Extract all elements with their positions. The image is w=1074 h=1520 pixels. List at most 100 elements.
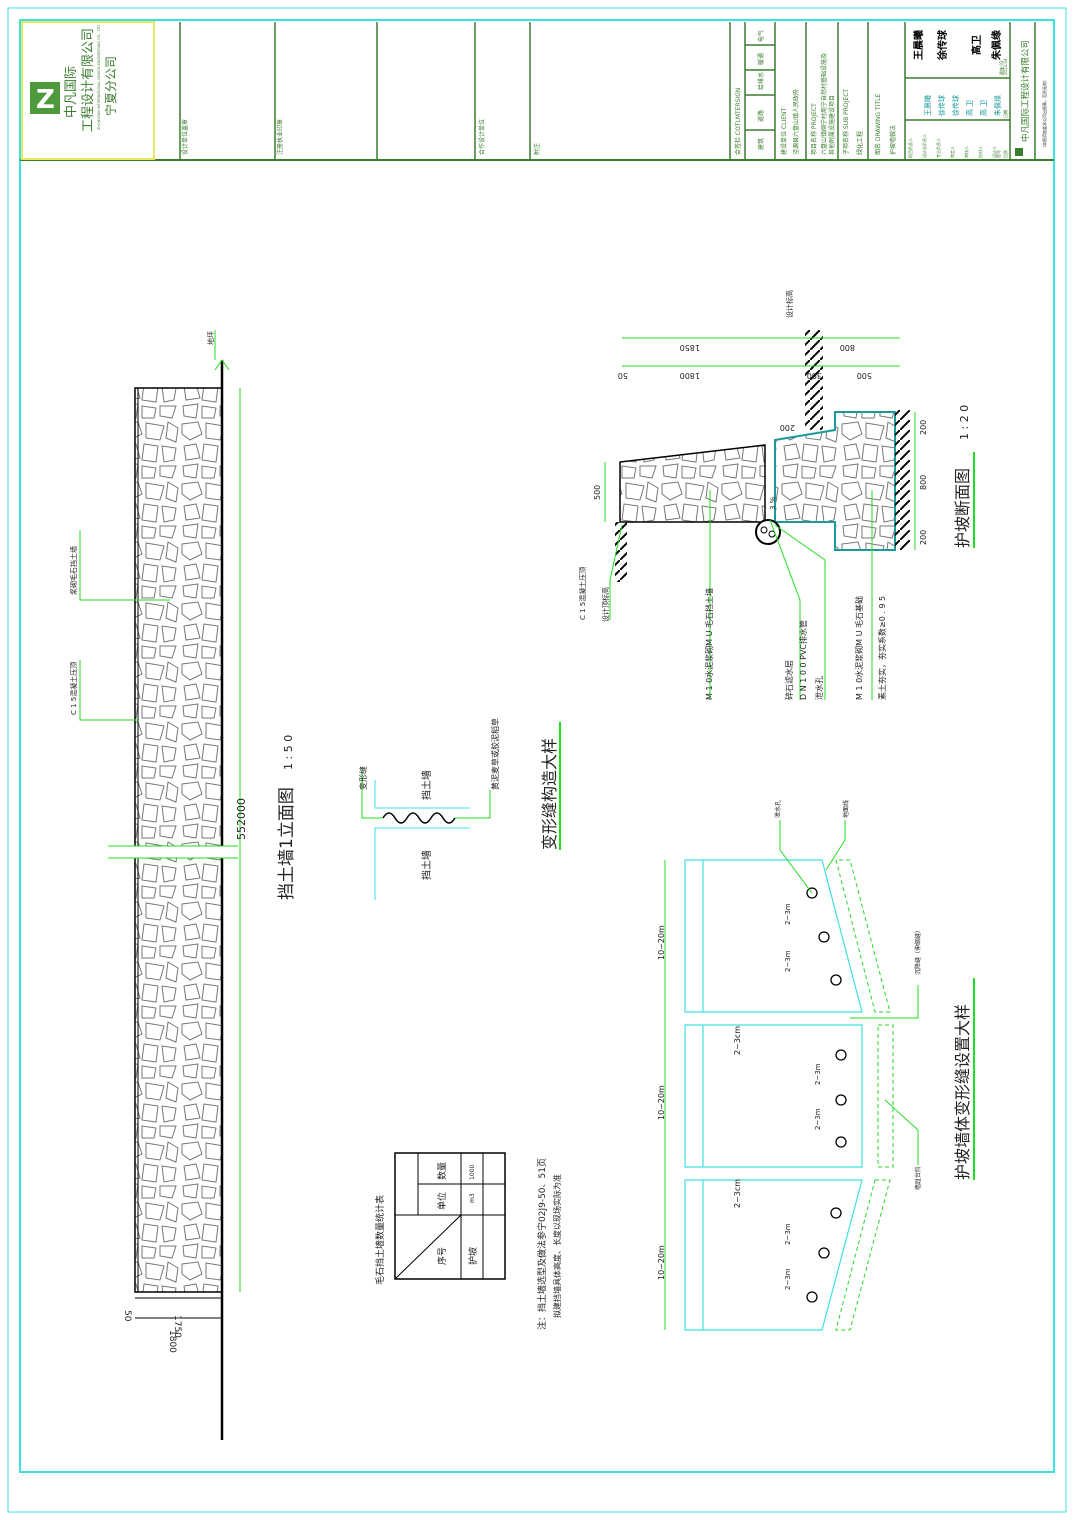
elevation-scale: 1 : 5 0	[282, 735, 295, 770]
footing-step-label: 墙趾台阶	[914, 1166, 922, 1190]
dim: 800	[840, 343, 855, 352]
ground-line-label: 地面线	[842, 800, 850, 818]
field-seal: 设计单位盖章	[181, 119, 189, 155]
signature: 徐传球	[936, 29, 949, 61]
dim: 500	[593, 485, 602, 500]
sub-project: 绿化工程	[856, 131, 864, 155]
signature: 高卫	[970, 35, 983, 55]
dim: 50	[618, 371, 628, 380]
coping-label: C 1 5混凝土压顶	[578, 567, 587, 620]
joint-layout-title: 护坡墙体变形缝设置大样	[953, 1004, 972, 1180]
sheet-border	[7, 7, 1067, 1513]
wall-label: M 1 0水泥浆砌M U 毛石挡土墙	[704, 588, 714, 700]
project-label: 项目名称 PROJECT	[810, 103, 818, 155]
drawing-frame	[19, 19, 1055, 1473]
project: 六盘山镇闽宁村周宁自然村基础设施及	[820, 53, 828, 155]
weep-label: 泄水孔	[814, 676, 824, 700]
spacing-label: 2~3m	[784, 950, 792, 972]
dim: 200	[780, 423, 795, 432]
pipe-label: D N 1 0 0 PVC排水管	[798, 620, 808, 700]
svg-text:Z: Z	[36, 85, 55, 115]
table-header: 单位	[436, 1192, 448, 1210]
filter-label: 碎石滤水层	[784, 660, 794, 700]
design-elevation: 设计标高	[785, 290, 794, 318]
footer-company: 中凡国际工程设计有限公司	[1020, 40, 1031, 142]
dim: 1850	[680, 343, 700, 352]
spacing-label: 2~3m	[814, 1108, 822, 1130]
drawing-no: 建施-03	[998, 60, 1004, 75]
segment-length: 10~20m	[657, 925, 666, 960]
table-cell: 1000	[469, 1165, 476, 1180]
spacing-label: 2~3m	[784, 1223, 792, 1245]
footer-note: （本图须加盖本公司出图章，否则无效）	[1041, 78, 1047, 150]
joint-detail: 变形缝 黄泥麦草或胶泥稻草 挡土墙 挡土墙 变形缝构造大样	[358, 718, 561, 900]
joint-detail-title: 变形缝构造大样	[540, 738, 559, 850]
staff-name: 徐传球	[937, 95, 946, 116]
segment-length: 10~20m	[657, 1245, 666, 1280]
dim: 800	[919, 475, 928, 490]
soil-label: 素土夯实，夯实系数≥0 . 9 5	[877, 596, 887, 700]
sub-project-label: 子项名称 SUB PROJECT	[842, 89, 850, 155]
dim: 200	[919, 420, 928, 435]
table-title: 毛石挡土墙数量统计表	[374, 1195, 386, 1285]
wall-elevation: 552000 地坪 浆砌毛石挡土墙 C 1 5混凝土压顶 1750 50 180…	[69, 330, 297, 1440]
client: 泾源县六盘山镇人民政府	[792, 89, 800, 155]
discipline: 给排水	[757, 72, 765, 90]
drawing-title: 护坡墙做法	[889, 125, 897, 155]
slope-section: 1850 800 50 1800 300 500 200 500 200 800…	[578, 290, 975, 700]
dim: 1800	[167, 1330, 177, 1353]
discipline: 电气	[757, 30, 765, 42]
elevation-title: 挡土墙1立面图	[277, 787, 297, 900]
client-label: 建设单位 CLIENT	[780, 108, 788, 155]
joint-label: 变形缝	[358, 766, 368, 790]
table-cell: m3	[469, 1193, 476, 1203]
gap-label: 2~3cm	[733, 1179, 742, 1208]
note-line: 拟建挡墙具体高度、长度以现场实际为准	[552, 1174, 562, 1318]
slope-label: 3 %	[769, 496, 777, 510]
dim: 1800	[680, 371, 700, 380]
role: 设计人	[991, 146, 997, 158]
foundation-label: M 1 0水泥浆砌M U 毛石基础	[854, 596, 864, 700]
table-cell: 护坡	[467, 1247, 479, 1265]
field-partner: 合作设计单位	[478, 119, 486, 155]
staff-name: 王晨曦	[923, 95, 932, 116]
staff-name: 高 卫	[965, 100, 974, 116]
footer-logo-icon	[1015, 148, 1023, 156]
company-name: 中凡国际	[64, 66, 79, 118]
countersign-label: 会签栏 COTLMTERSIGN	[734, 88, 742, 155]
company-logo-icon: Z	[30, 82, 60, 115]
company-name-2: 工程设计有限公司	[81, 28, 96, 132]
spacing-label: 2~3m	[784, 903, 792, 925]
drawing-no-label: 图号	[995, 150, 1001, 158]
role: 项目负责人	[907, 138, 913, 158]
field-remarks: 附注	[533, 143, 541, 155]
coping-label: C 1 5混凝土压顶	[69, 662, 78, 715]
signature: 王晨曦	[912, 30, 925, 60]
role: 专业负责人	[935, 138, 941, 158]
discipline: 建筑	[757, 138, 765, 150]
weep-hole-label: 泄水孔	[774, 800, 782, 818]
table-header: 序号	[436, 1247, 448, 1265]
dim: 200	[919, 530, 928, 545]
dim: 300	[807, 371, 822, 380]
project: 其他附属设施建设项目	[828, 95, 836, 155]
branch-name: 宁夏分公司	[103, 56, 118, 116]
role: 审核人	[963, 146, 969, 158]
gap-label: 2~3cm	[733, 1026, 742, 1055]
staff-name: 高 卫	[979, 100, 988, 116]
signature: 朱佩缘	[990, 30, 1003, 60]
discipline: 暖通	[757, 53, 765, 65]
discipline: 道路	[757, 110, 765, 122]
settlement-joint-label: 沉降缝（伸缩缝）	[914, 927, 922, 975]
title-block: Z 中凡国际 工程设计有限公司 ZHONGFAN INTERNATIONAL D…	[20, 21, 1054, 161]
wall-label: 挡土墙	[420, 770, 433, 800]
spacing-label: 2~3m	[814, 1063, 822, 1085]
section-scale: 1 : 2 0	[958, 405, 971, 440]
wall-label: 浆砌毛石挡土墙	[69, 546, 78, 595]
dim: 1750	[172, 1315, 182, 1338]
wall-label: 挡土墙	[420, 850, 433, 880]
date: 2022.04	[1003, 58, 1008, 75]
segment-length: 10~20m	[657, 1085, 666, 1120]
top-elevation: 设计顶标高	[601, 587, 610, 622]
